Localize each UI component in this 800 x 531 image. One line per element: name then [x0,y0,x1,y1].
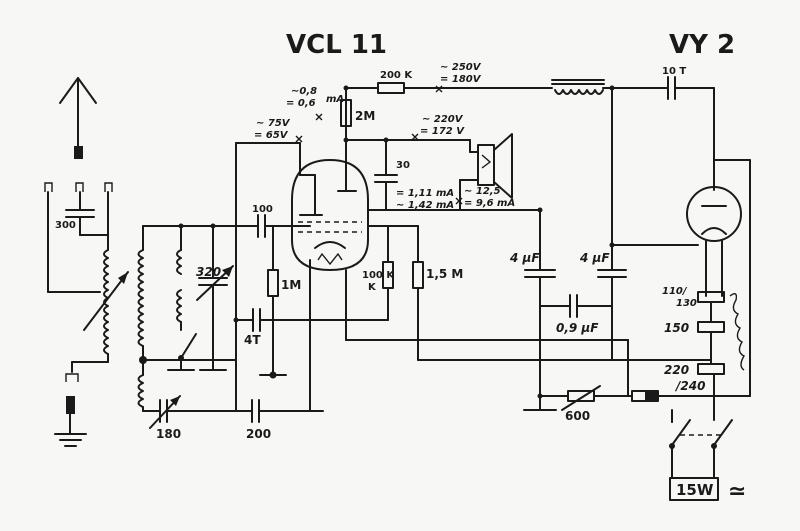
junction-dots [178,85,615,399]
r-right-label: 1,5 M [426,267,463,281]
measurement-marks [295,85,463,205]
volt2-b: = 180V [440,74,482,85]
current1-b: = 0,6 [286,98,316,109]
reaction-capacitor [149,395,237,429]
current1-a: ∼0,8 [291,86,317,97]
grid-resistor [259,225,287,376]
r-cathode-unit-label: K [368,282,377,293]
c-tuning-label: 320 [196,265,221,279]
heater-resistor [539,339,629,411]
volt3-a: ∼ 220V [422,114,464,125]
reaction-coil [176,225,182,331]
filter-capacitor-2 [597,269,627,361]
c-top-label: 10 T [662,66,686,77]
current2-a: = 1,11 mA [396,188,454,199]
c-filter1-label: 4 µF [509,251,540,265]
band-switch[interactable] [167,333,197,371]
rectifier-tube-label: VY 2 [669,30,735,60]
tap-220-label: 220 [664,363,689,377]
volt2-a: ∼ 250V [440,62,482,73]
grid-coil [137,225,259,412]
current3-a: ∼ 12,5 [464,186,501,197]
ac-symbol: ≃ [728,479,746,504]
antenna-coil [71,234,129,373]
mains-switch[interactable] [669,395,733,479]
r-cathode-label: 100 K [362,270,395,281]
grid-capacitor [257,214,311,238]
volt1-a: ∼ 75V [256,118,291,129]
current2-b: ∼ 1,42 mA [396,200,454,211]
series-resistor [377,82,553,94]
cathode-resistor [382,225,394,321]
voltage-selector[interactable] [697,291,745,397]
c-bottom-label: 200 [246,427,271,441]
ground-left [54,373,87,447]
power-box [669,477,719,501]
tap-150-label: 150 [664,321,689,335]
anode-resistor [340,87,352,166]
right-resistor [412,225,424,361]
r-heater-label: 600 [565,409,590,423]
mid-capacitor [374,174,398,211]
vy2-tube [686,159,751,397]
c-grid-label: 100 [252,204,273,215]
fuse [627,390,715,402]
c-mid2-label: 0,9 µF [556,321,599,335]
tuning-capacitor[interactable] [196,225,234,371]
r-grid-label: 1M [281,278,301,292]
current3-b: = 9,6 mA [464,198,515,209]
power-label: 15W [676,481,714,499]
volt3-b: = 172 V [420,126,465,137]
filter-capacitor-1 [524,209,556,411]
main-tube-label: VCL 11 [286,30,387,60]
speaker [459,133,513,211]
c-antenna-label: 300 [55,220,76,231]
r-anode-label: 2M [355,109,375,123]
c-reaction-label: 180 [156,427,181,441]
antenna-symbol [59,77,97,159]
top-capacitor [667,76,715,191]
c-filter2-label: 4 µF [579,251,610,265]
tap-240-label: /240 [674,379,705,393]
mid-filter-capacitor [539,294,613,318]
coupling-capacitor [235,308,389,332]
tap-110-label: 110/ [662,286,688,297]
r-series-label: 200 K [380,70,413,81]
c-mid-label: 30 [396,160,410,171]
c-coupling-label: 4T [244,333,261,347]
antenna-tap-block [44,182,113,293]
vcl11-tube [291,159,369,271]
current1-unit: mA [326,94,344,105]
volt1-b: = 65V [254,130,289,141]
tap-130-label: 130 [676,298,697,309]
